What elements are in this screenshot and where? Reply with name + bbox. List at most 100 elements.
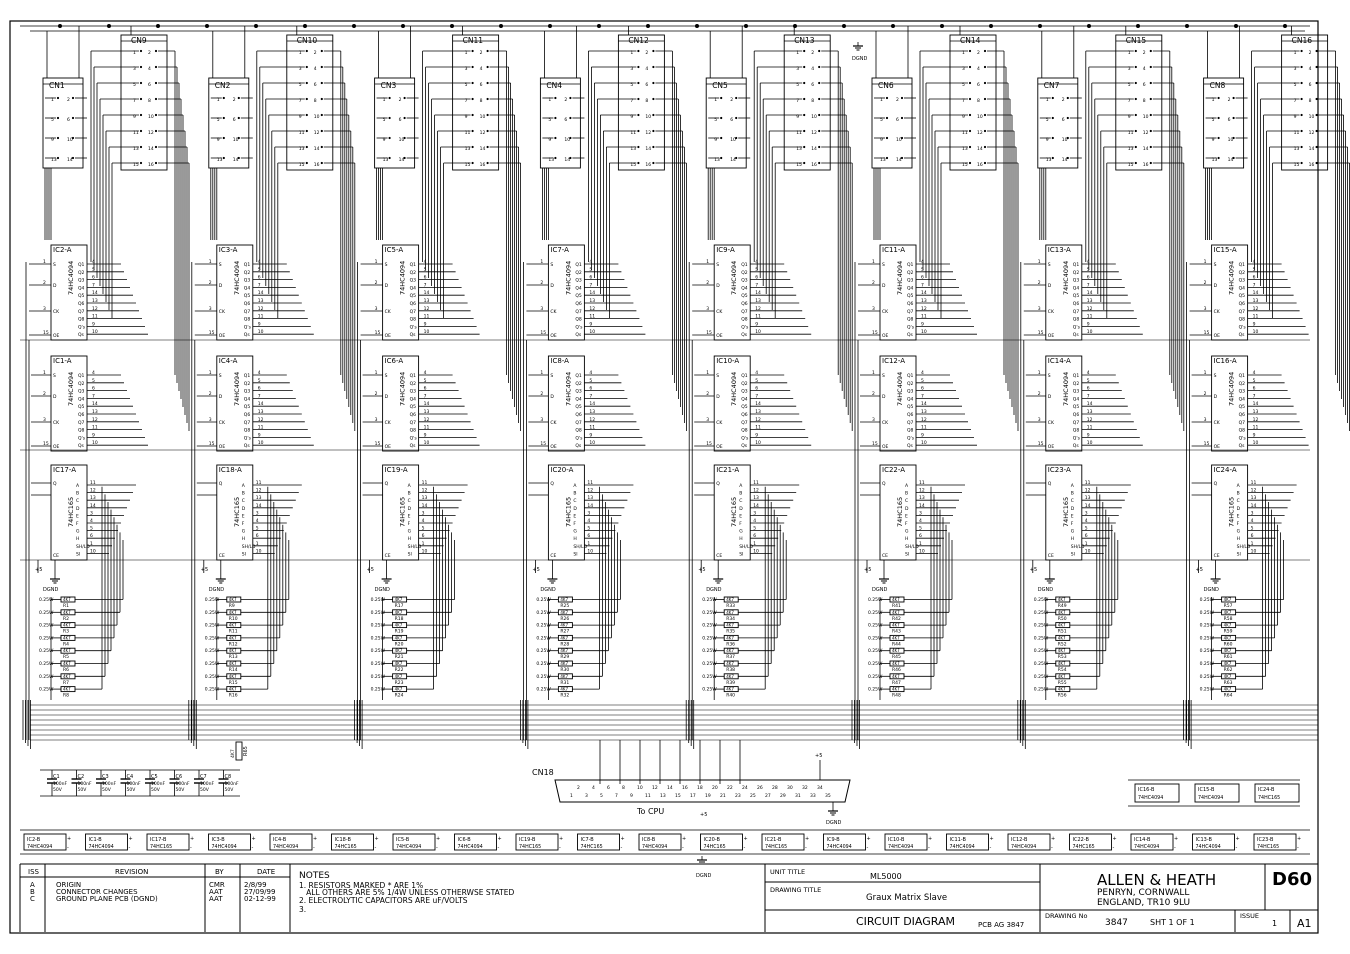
connector-pin-number: 16 [811, 162, 817, 168]
ic-pin-number: 12 [1087, 417, 1093, 423]
resistor-value: 4K7 [395, 623, 403, 628]
column-connector-label: CN7 [1044, 81, 1060, 90]
pullup-resistor [889, 673, 905, 680]
power-decoupling-ic [884, 833, 928, 851]
resistor-reference: R7 [63, 680, 69, 686]
resistor-reference: R20 [395, 641, 404, 647]
connector-pin-number: 13 [1212, 157, 1218, 163]
cpu-pin-number: 24 [742, 785, 748, 791]
resistor-value: 4K7 [560, 597, 568, 602]
resistor-value: 4K7 [63, 687, 71, 692]
connector-pin-number: 14 [1228, 157, 1234, 163]
ic-pin-number: 9 [1087, 432, 1090, 438]
ic-pin-label: D [716, 394, 720, 400]
ic-vcc-pin: + [498, 836, 502, 842]
ic-pin-number: 3 [209, 417, 212, 423]
ic-pin-number: 11 [1253, 314, 1259, 320]
ic-pin-number: 1 [375, 259, 378, 265]
ic-pin-number: 1 [1204, 370, 1207, 376]
ic-pin-label: Q3 [575, 389, 582, 395]
pullup-resistor [889, 660, 905, 667]
resistor-reference: R30 [560, 667, 569, 673]
ic-pin-number: 13 [422, 495, 428, 501]
ic-pin-label: Q's [575, 435, 583, 441]
header-connector [286, 34, 334, 171]
ic-pin-number: 6 [589, 275, 592, 281]
ic-part-number: 74HC165 [896, 497, 904, 527]
ic-pin-label: D [408, 506, 412, 512]
ic-pin-number: 4 [1253, 259, 1256, 265]
unit-title: ML5000 [870, 872, 902, 881]
connector-pin [968, 161, 972, 165]
resistor-reference: R57 [1224, 603, 1233, 609]
ic-reference: IC5-A [385, 246, 404, 254]
connector-pin-number: 12 [148, 130, 154, 136]
connector-pin-number: 11 [299, 130, 305, 136]
ic-pin-label: F [408, 521, 411, 527]
capacitor-name: C4 [127, 774, 134, 780]
ic-pin-label: Qs [741, 332, 748, 338]
resistor-power: 0.25W [1034, 687, 1049, 693]
connector-pin-number: 14 [233, 157, 239, 163]
ic-reference: IC11-B [950, 837, 967, 843]
pullup-resistor [1221, 596, 1237, 603]
ic-pin-label: CK [1214, 420, 1221, 426]
ic-pin-label: Q5 [741, 293, 748, 299]
header-connector-label: CN9 [131, 36, 147, 45]
connector-pin [1315, 97, 1318, 101]
resistor-reference: R27 [560, 629, 569, 635]
ic-pin-label: B [905, 491, 908, 497]
connector-pin-number: 4 [977, 66, 980, 72]
connector-pin [1149, 65, 1152, 69]
ic-pin-number: 13 [92, 298, 98, 304]
ic-pin-label: Q6 [1073, 301, 1080, 307]
resistor-value: 4K7 [395, 597, 403, 602]
ic-pin-label: Q2 [78, 270, 85, 276]
ic-pin-number: 10 [422, 548, 428, 554]
row-supply-label: +5 [700, 812, 707, 818]
pullup-resistor [392, 647, 408, 654]
ic-pin-number: 15 [375, 330, 381, 336]
ic-pin-label: Q's [741, 435, 749, 441]
connector-pin-number: 2 [314, 50, 317, 56]
ic-pin-label: CK [53, 309, 60, 315]
capacitor-voltage: 50V [102, 787, 112, 793]
pullup-resistor [723, 673, 739, 680]
pullup-resistor [889, 686, 905, 693]
ic-pin-label: Qs [1239, 443, 1246, 449]
ic-reference: IC11-A [882, 246, 905, 254]
connector-pin [818, 97, 821, 101]
ic-pin-number: 14 [589, 401, 595, 407]
connector-pin [237, 96, 240, 100]
ic-pin-number: 10 [587, 548, 593, 554]
connector-pin-number: 10 [67, 137, 73, 143]
header-connector [1115, 34, 1163, 171]
rev-a-text: ORIGIN [56, 881, 81, 889]
supply-label: +5 [698, 567, 705, 573]
junction-dot [302, 23, 307, 28]
connector-pin-number: 6 [896, 117, 899, 123]
ic-pin-number: 13 [753, 495, 759, 501]
ic-pin-label: Q1 [1073, 373, 1080, 379]
connector-pin-number: 4 [1309, 66, 1312, 72]
connector-pin-number: 13 [714, 157, 720, 163]
ic-pin-number: 7 [1087, 282, 1090, 288]
connector-pin [154, 145, 158, 149]
ic-pin-number: 6 [258, 275, 261, 281]
connector-pin [637, 129, 640, 133]
connector-pin-number: 5 [1046, 117, 1049, 123]
ic-part-number: 74HC4094 [67, 372, 75, 406]
cpu-pin-number: 30 [787, 785, 793, 791]
connector-pin [486, 145, 489, 149]
ic-pin-label: H [573, 536, 576, 542]
drawing-title: Graux Matrix Slave [866, 893, 947, 903]
connector-pin-number: 9 [630, 114, 633, 120]
resistor-reference: R34 [726, 616, 735, 622]
connector-pin-number: 2 [730, 97, 733, 103]
ic-reference: IC9-B [827, 837, 841, 843]
ic-pin-number: 7 [589, 282, 592, 288]
ic-pin-number: 11 [1085, 480, 1091, 486]
ic-pin-label: S [716, 373, 719, 379]
ic-pin-label: Q3 [741, 278, 748, 284]
ic-pin-label: OE [1048, 444, 1055, 450]
